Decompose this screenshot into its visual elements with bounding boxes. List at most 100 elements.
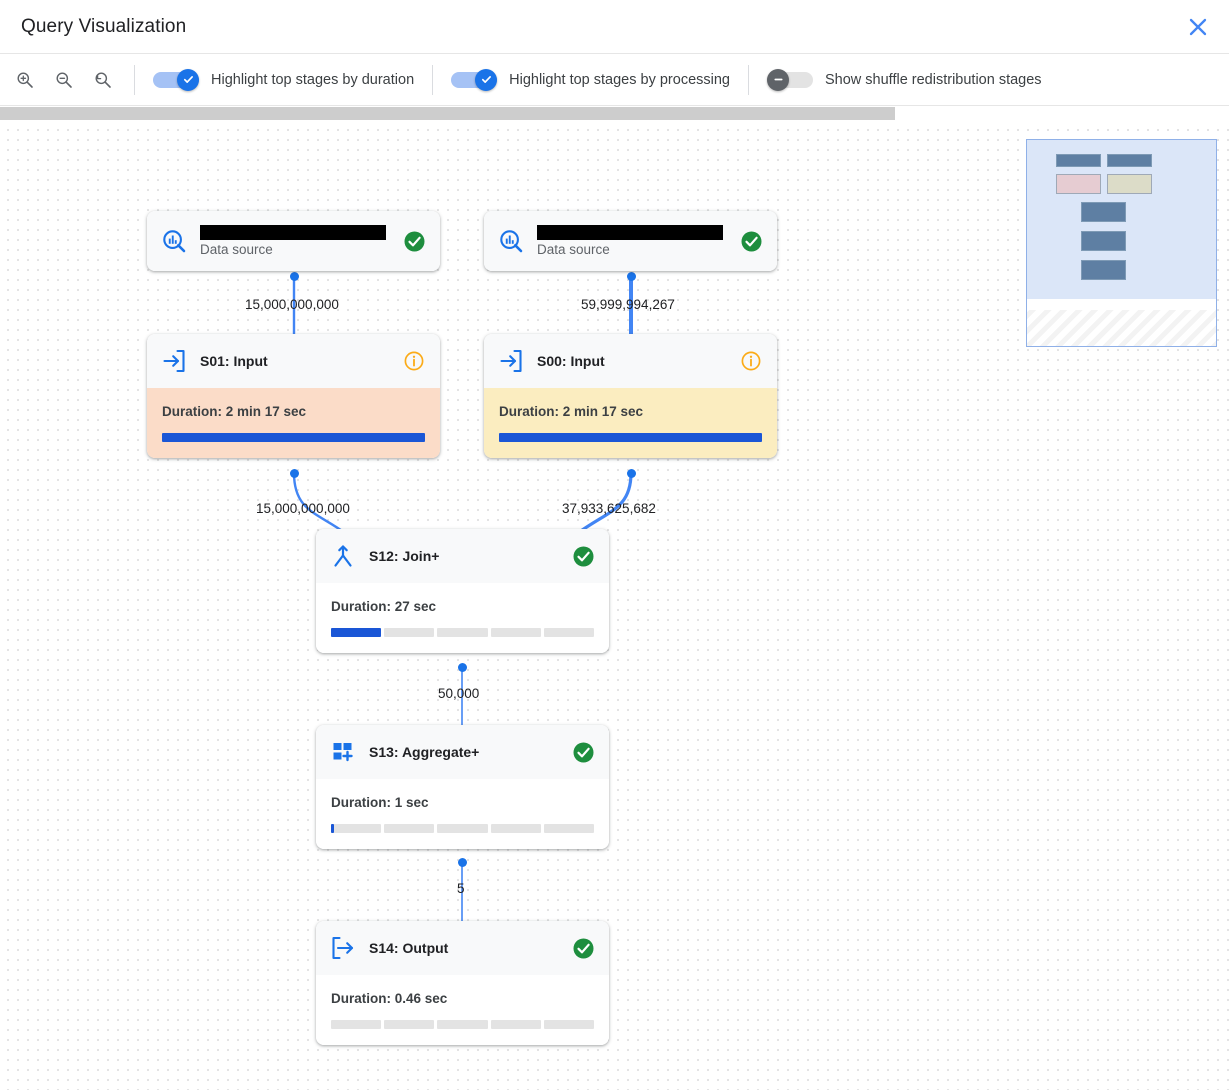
toggle-highlight-duration-switch[interactable] xyxy=(153,68,199,91)
progress-bar-fill xyxy=(499,433,762,442)
toggle-highlight-processing[interactable]: Highlight top stages by processing xyxy=(451,68,730,91)
zoom-in-button[interactable] xyxy=(12,67,38,93)
check-circle-icon xyxy=(404,231,424,251)
node-header: S00: Input xyxy=(484,334,777,388)
toolbar-divider-2 xyxy=(432,64,434,95)
switch-knob xyxy=(177,68,199,91)
zoom-reset-button[interactable] xyxy=(90,67,116,93)
node-title: S13: Aggregate+ xyxy=(369,744,480,760)
check-circle-icon xyxy=(741,231,761,251)
progress-bar xyxy=(162,433,426,442)
toolbar-divider-1 xyxy=(134,64,135,95)
node-body: Duration: 27 sec xyxy=(316,583,609,653)
node-stage-s00[interactable]: S00: Input Duration: 2 min 17 sec xyxy=(484,334,777,458)
node-subtitle: Data source xyxy=(200,242,273,257)
node-title-group: Data source xyxy=(537,225,727,257)
progress-bar xyxy=(499,433,763,442)
status-badge-info[interactable] xyxy=(739,349,763,373)
switch-knob xyxy=(475,68,498,91)
edge-line xyxy=(577,472,633,535)
node-title-group: S01: Input xyxy=(200,353,390,369)
node-stage-s01[interactable]: S01: Input Duration: 2 min 17 sec xyxy=(147,334,440,458)
status-badge-success xyxy=(571,544,595,568)
edge-dot xyxy=(290,272,299,281)
duration-label: Duration: 2 min 17 sec xyxy=(162,404,307,419)
duration-label: Duration: 0.46 sec xyxy=(331,991,448,1006)
node-title: S14: Output xyxy=(369,940,449,956)
toggle-highlight-duration[interactable]: Highlight top stages by duration xyxy=(153,68,415,91)
node-title-group: S12: Join+ xyxy=(369,548,559,564)
node-stage-s14[interactable]: S14: Output Duration: 0.46 sec xyxy=(316,921,609,1045)
output-icon xyxy=(329,934,357,962)
data-source-icon xyxy=(160,227,188,255)
toggle-highlight-processing-label: Highlight top stages by processing xyxy=(509,71,730,88)
minimap-node xyxy=(1056,174,1101,194)
check-circle-icon xyxy=(573,742,593,762)
node-header: S13: Aggregate+ xyxy=(316,725,609,779)
edge-label: 5 xyxy=(457,881,465,896)
status-badge-success xyxy=(571,936,595,960)
switch-knob xyxy=(767,68,789,91)
node-header: Data source xyxy=(147,211,440,271)
status-badge-success xyxy=(402,229,426,253)
node-title-group: S13: Aggregate+ xyxy=(369,744,559,760)
node-body: Duration: 2 min 17 sec xyxy=(484,388,777,458)
status-badge-info[interactable] xyxy=(402,349,426,373)
minimap-outside-viewport xyxy=(1027,310,1216,346)
toggle-show-shuffle[interactable]: Show shuffle redistribution stages xyxy=(767,68,1042,91)
node-title: S00: Input xyxy=(537,353,605,369)
input-icon xyxy=(497,347,525,375)
edge-label: 59,999,994,267 xyxy=(581,297,675,312)
edge-dot xyxy=(627,469,636,478)
close-button[interactable] xyxy=(1181,10,1215,44)
status-badge-success xyxy=(739,229,763,253)
check-circle-icon xyxy=(573,546,593,566)
join-icon xyxy=(329,542,357,570)
zoom-out-button[interactable] xyxy=(51,67,77,93)
minimap-node xyxy=(1081,231,1126,251)
redacted-title-bar xyxy=(200,225,386,240)
toggle-show-shuffle-switch[interactable] xyxy=(767,68,813,91)
graph-canvas[interactable]: 15,000,000,000 59,999,994,267 15,000,000… xyxy=(0,121,1229,1090)
redacted-title-bar xyxy=(537,225,723,240)
input-icon xyxy=(160,347,188,375)
toggle-highlight-duration-label: Highlight top stages by duration xyxy=(211,71,415,88)
minimap-gap xyxy=(1027,299,1216,310)
node-datasource-left[interactable]: Data source xyxy=(147,211,440,271)
progress-bar-fill xyxy=(162,433,425,442)
node-stage-s13[interactable]: S13: Aggregate+ Duration: 1 sec xyxy=(316,725,609,849)
node-header: S01: Input xyxy=(147,334,440,388)
progress-bar xyxy=(331,1020,595,1029)
edge-label: 15,000,000,000 xyxy=(256,501,350,516)
node-subtitle: Data source xyxy=(537,242,610,257)
horizontal-scrollbar-thumb[interactable] xyxy=(0,107,895,120)
zoom-in-icon xyxy=(17,72,33,88)
duration-label: Duration: 27 sec xyxy=(331,599,437,614)
minus-icon xyxy=(773,78,783,81)
node-header: Data source xyxy=(484,211,777,271)
edge-dot xyxy=(290,469,299,478)
progress-bar-fill xyxy=(331,628,381,637)
edge-dot xyxy=(627,272,636,281)
minimap-node xyxy=(1107,174,1152,194)
zoom-reset-icon xyxy=(95,72,111,88)
node-body: Duration: 2 min 17 sec xyxy=(147,388,440,458)
node-header: S14: Output xyxy=(316,921,609,975)
edge-label: 15,000,000,000 xyxy=(245,297,339,312)
node-stage-s12[interactable]: S12: Join+ Duration: 27 sec xyxy=(316,529,609,653)
minimap-overview[interactable] xyxy=(1026,139,1217,347)
toggle-highlight-processing-switch[interactable] xyxy=(451,68,498,91)
minimap-node xyxy=(1056,154,1101,167)
node-datasource-right[interactable]: Data source xyxy=(484,211,777,271)
info-icon xyxy=(404,351,424,371)
node-title-group: Data source xyxy=(200,225,390,257)
node-header: S12: Join+ xyxy=(316,529,609,583)
progress-bar-fill xyxy=(331,824,334,833)
minimap-node xyxy=(1081,260,1126,280)
node-body: Duration: 0.46 sec xyxy=(316,975,609,1045)
toolbar: Highlight top stages by duration Highlig… xyxy=(0,53,1229,106)
check-icon xyxy=(481,76,491,83)
edge-dot xyxy=(458,858,467,867)
info-icon xyxy=(741,351,761,371)
edge-line xyxy=(292,472,346,534)
